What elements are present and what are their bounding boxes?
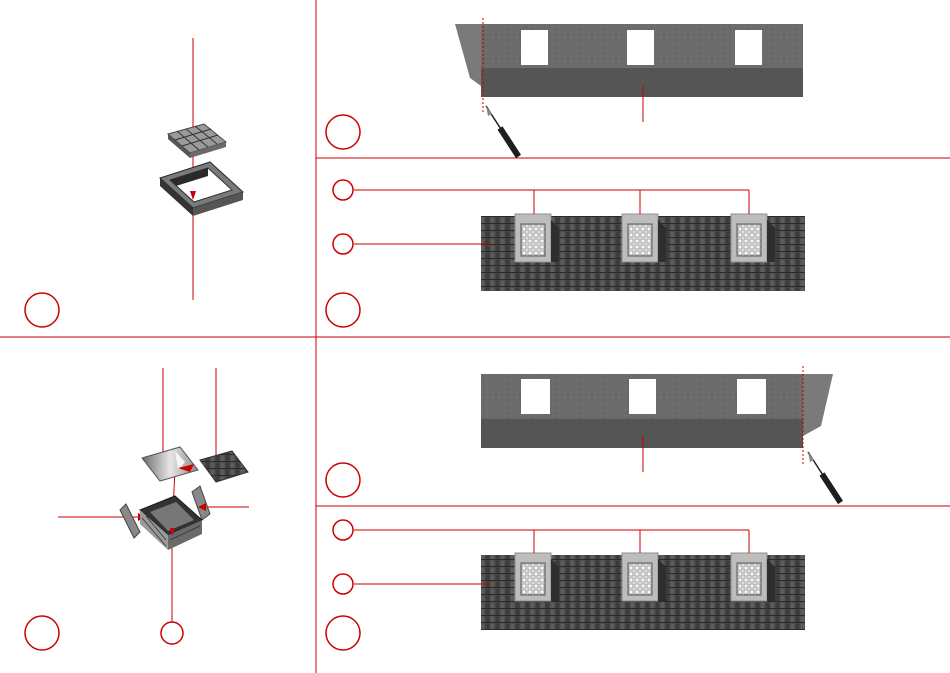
step-number-circle xyxy=(326,616,360,650)
slate-cover-part xyxy=(200,451,248,482)
step-number-circle xyxy=(326,293,360,327)
roof-panel-band xyxy=(481,419,803,448)
step-number-circle xyxy=(25,293,59,327)
dormer-opening xyxy=(629,379,656,414)
dormer-opening xyxy=(735,30,762,65)
hobby-knife-icon xyxy=(486,106,521,158)
panel-roof-cut-lower xyxy=(326,366,843,504)
panel-roof-cut-upper xyxy=(326,18,803,158)
step-number-circle xyxy=(25,616,59,650)
panel-roof-dormers-installed-upper xyxy=(326,180,805,327)
panel-dormer-window-assembly xyxy=(25,38,243,327)
roof-overhang-left xyxy=(455,24,481,86)
dormer-body-part xyxy=(140,496,202,550)
window-grille-part xyxy=(168,124,226,158)
hobby-knife-icon xyxy=(808,452,843,504)
panel-roof-dormers-installed-lower xyxy=(326,520,805,650)
panel-dormer-roof-assembly xyxy=(25,368,249,650)
side-panel-left xyxy=(120,504,140,538)
callout-circle-roof xyxy=(333,574,353,594)
step-number-circle xyxy=(326,115,360,149)
roof-overhang-right xyxy=(803,374,833,436)
callout-circle-roof xyxy=(333,234,353,254)
dormer-opening xyxy=(627,30,654,65)
callout-circle-dormer xyxy=(333,180,353,200)
dormer-opening xyxy=(521,30,548,65)
dormer-roof-cap-part xyxy=(142,447,198,481)
dormer-frame-part xyxy=(160,162,243,216)
dormer-opening xyxy=(521,379,550,414)
callout-circle-dormer xyxy=(333,520,353,540)
assembly-guide-lines xyxy=(58,368,249,623)
dormer-opening xyxy=(737,379,766,414)
roof-panel-band xyxy=(481,68,803,97)
callout-circle-part xyxy=(161,622,183,644)
step-number-circle xyxy=(326,463,360,497)
